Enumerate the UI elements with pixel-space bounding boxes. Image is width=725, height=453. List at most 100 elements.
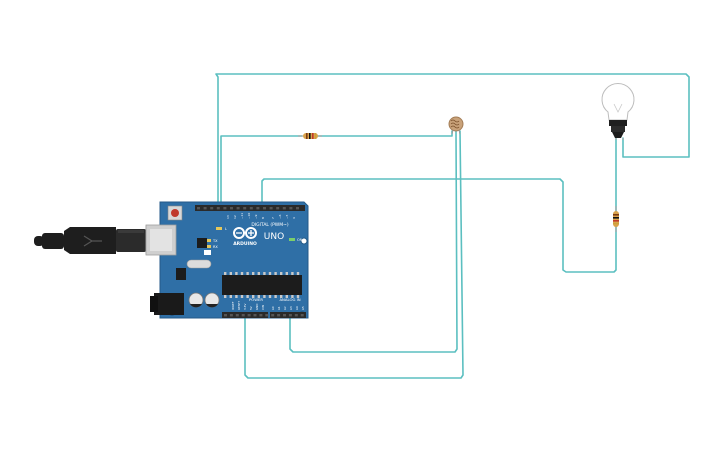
resistor-icon[interactable] [613, 206, 619, 232]
digital-header-pins [197, 207, 299, 210]
header-pin[interactable] [257, 272, 260, 275]
led-l [216, 227, 222, 230]
header-pin[interactable] [271, 314, 275, 317]
wire-resistor-ldr[interactable] [317, 130, 453, 137]
header-pin[interactable] [274, 295, 277, 298]
header-pin[interactable] [210, 207, 214, 210]
led-rx [205, 245, 211, 248]
svg-text:A0: A0 [271, 306, 275, 310]
header-pin[interactable] [235, 295, 238, 298]
capacitor-1 [188, 292, 204, 308]
header-pin[interactable] [197, 207, 200, 210]
light-bulb-icon[interactable] [601, 83, 635, 140]
wire-pin13-resistor[interactable] [220, 135, 303, 206]
wire-digital-resistor[interactable] [261, 178, 617, 273]
usb-chip [197, 238, 207, 248]
power-header [222, 312, 268, 318]
header-pin[interactable] [259, 314, 263, 317]
header-pin[interactable] [280, 295, 283, 298]
svg-text:VIN: VIN [261, 305, 265, 310]
header-pin[interactable] [230, 207, 233, 210]
led-on [289, 238, 295, 241]
header-pin[interactable] [216, 207, 220, 210]
photoresistor-icon[interactable] [448, 116, 464, 135]
header-pin[interactable] [285, 295, 288, 298]
wire-ldr-analog[interactable] [289, 130, 458, 353]
header-pin[interactable] [263, 295, 266, 298]
header-pin[interactable] [240, 272, 244, 275]
svg-text:7: 7 [271, 217, 275, 219]
wire-gnd-lamp[interactable] [215, 73, 690, 206]
header-pin[interactable] [263, 272, 266, 275]
bottom-pin-labels: IOREF RESET 3.3V 5V GND VIN A0 A1 A2 A3 … [231, 301, 305, 310]
svg-text:12: 12 [233, 215, 237, 219]
header-pin[interactable] [296, 272, 300, 275]
header-pin[interactable] [296, 295, 300, 298]
header-pin[interactable] [285, 272, 288, 275]
header-pin[interactable] [252, 272, 255, 275]
atmega-chip-pins [224, 272, 300, 298]
header-pin[interactable] [274, 272, 277, 275]
header-pin[interactable] [268, 295, 272, 298]
header-pin[interactable] [249, 207, 253, 210]
header-pin[interactable] [246, 272, 249, 275]
led-l-label: L [225, 227, 227, 231]
svg-text:8: 8 [261, 217, 265, 219]
header-pin[interactable] [229, 295, 232, 298]
arduino-board[interactable]: DIGITAL (PWM~) 13 12 ~11 ~10 ~9 8 7 ~6 ~… [145, 201, 309, 319]
header-pin[interactable] [224, 295, 227, 298]
header-pin[interactable] [288, 314, 292, 317]
header-pin[interactable] [294, 314, 298, 317]
header-pin[interactable] [291, 295, 294, 298]
svg-text:~10: ~10 [247, 213, 251, 219]
header-pin[interactable] [280, 272, 283, 275]
header-pin[interactable] [241, 314, 245, 317]
svg-text:4: 4 [292, 217, 296, 219]
header-pin[interactable] [229, 272, 232, 275]
header-pin[interactable] [246, 295, 249, 298]
header-pin[interactable] [300, 314, 304, 317]
svg-text:~6: ~6 [278, 214, 282, 219]
header-pin[interactable] [235, 314, 239, 317]
capacitor-2 [204, 292, 220, 308]
header-pin[interactable] [283, 314, 286, 317]
svg-text:13: 13 [226, 215, 230, 219]
svg-text:5V: 5V [249, 306, 253, 310]
header-pin[interactable] [268, 272, 272, 275]
header-pin[interactable] [240, 295, 244, 298]
wires [215, 73, 690, 379]
header-pin[interactable] [289, 207, 293, 210]
header-pin[interactable] [291, 272, 294, 275]
header-pin[interactable] [247, 314, 251, 317]
header-pin[interactable] [223, 207, 227, 210]
header-pin[interactable] [256, 207, 260, 210]
resistor-icon[interactable] [298, 133, 322, 139]
header-pin[interactable] [277, 314, 281, 317]
wire-ldr-power[interactable] [244, 130, 464, 379]
svg-text:3.3V: 3.3V [243, 304, 247, 310]
svg-text:GND: GND [255, 304, 259, 310]
header-pin[interactable] [224, 314, 227, 317]
analog-header [270, 312, 306, 318]
header-pin[interactable] [236, 207, 240, 210]
usb-cable-icon[interactable] [34, 225, 163, 255]
header-pin[interactable] [203, 207, 207, 210]
header-pin[interactable] [263, 207, 266, 210]
bottom-header-pins [224, 314, 304, 317]
header-pin[interactable] [229, 314, 233, 317]
header-pin[interactable] [269, 207, 273, 210]
header-pin[interactable] [265, 314, 269, 317]
header-pin[interactable] [252, 295, 255, 298]
header-pin[interactable] [296, 207, 299, 210]
header-pin[interactable] [257, 295, 260, 298]
header-pin[interactable] [276, 207, 280, 210]
header-pin[interactable] [253, 314, 257, 317]
header-pin[interactable] [282, 207, 286, 210]
header-pin[interactable] [243, 207, 247, 210]
header-pin[interactable] [235, 272, 238, 275]
led-tx-label: TX [212, 239, 218, 243]
power-label: POWER [249, 297, 263, 302]
model-text: UNO [264, 232, 284, 242]
header-pin[interactable] [224, 272, 227, 275]
